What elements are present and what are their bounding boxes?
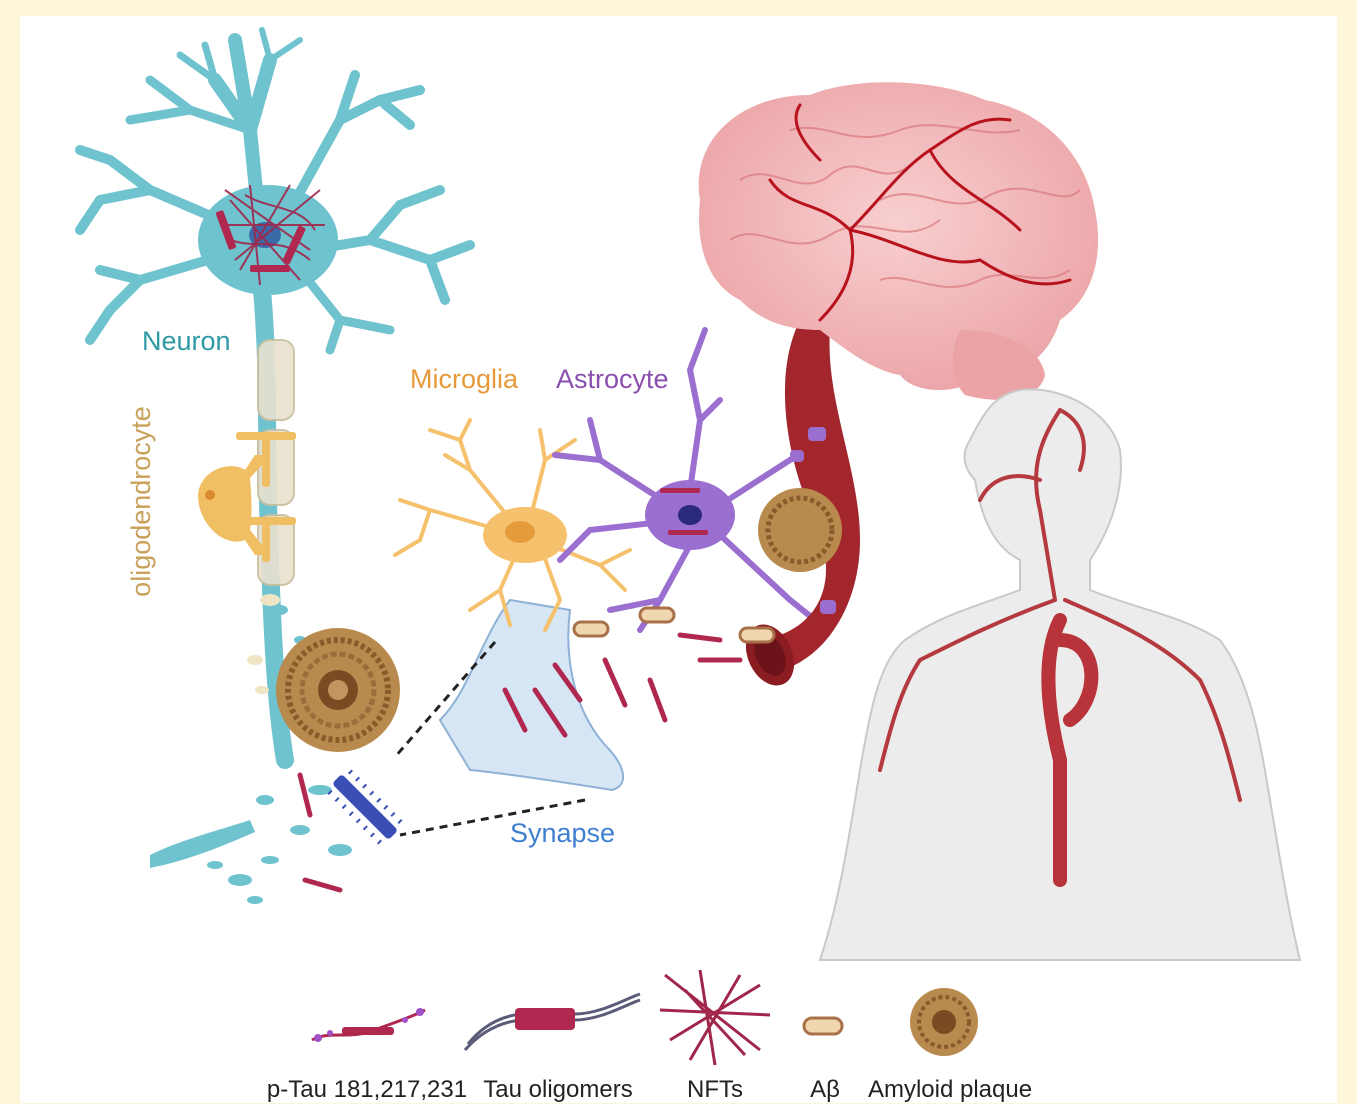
legend-label-amyloid-plaque: Amyloid plaque — [860, 1076, 1040, 1104]
oligodendrocyte-label: oligodendrocyte — [126, 406, 157, 597]
amyloid-plaque-icon — [910, 988, 978, 1056]
nft-icon — [660, 970, 770, 1065]
abeta-capsules — [574, 608, 774, 642]
synapse-label: Synapse — [510, 818, 615, 849]
legend-label-tau-oligomers: Tau oligomers — [468, 1076, 648, 1104]
amyloid-beta-icon — [804, 1018, 842, 1034]
legend — [312, 970, 978, 1065]
microglia-label: Microglia — [410, 364, 518, 395]
legend-label-p-tau: p-Tau 181,217,231 — [262, 1076, 472, 1104]
human-body — [820, 389, 1300, 960]
tau-oligomer-icon — [465, 994, 640, 1050]
microglia — [395, 420, 630, 630]
amyloid-plaque-vessel — [758, 488, 842, 572]
astrocyte-label: Astrocyte — [556, 364, 669, 395]
brain — [699, 82, 1098, 400]
neuron-label: Neuron — [142, 326, 231, 357]
legend-label-abeta: Aβ — [790, 1076, 860, 1104]
legend-label-nfts: NFTs — [660, 1076, 770, 1104]
p-tau-icon — [312, 1008, 425, 1042]
amyloid-plaque-large — [276, 628, 400, 752]
